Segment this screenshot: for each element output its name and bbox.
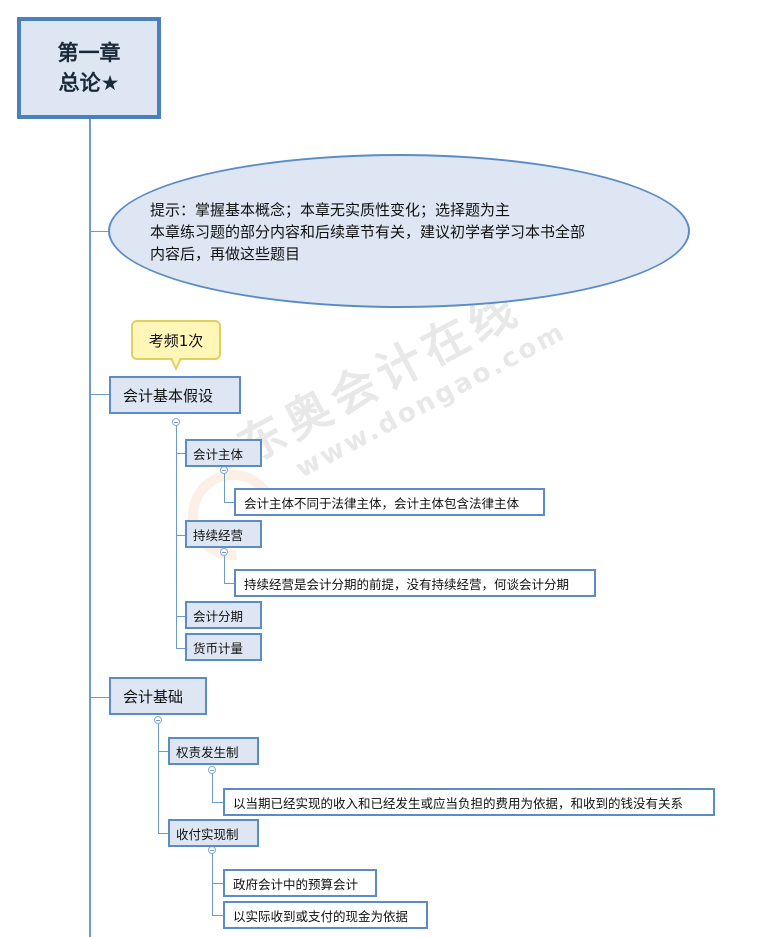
assumptions-h4 [176,648,186,649]
branch-assumptions-line [90,394,110,395]
callout-tail-inner [172,357,180,367]
tip-text: 提示：掌握基本概念；本章无实质性变化；选择题为主 本章练习题的部分内容和后续章节… [150,199,660,265]
going-concern-collapse-icon[interactable] [220,548,228,556]
assumptions-h2 [176,535,186,536]
entity-collapse-icon[interactable] [220,466,228,474]
root-node[interactable]: 第一章 总论★ [17,17,161,119]
branch-tip-line [90,231,110,232]
node-monetary-measurement[interactable]: 货币计量 [185,633,262,661]
assumptions-collapse-icon[interactable] [172,418,180,426]
node-cash-basis[interactable]: 收付实现制 [168,819,259,847]
root-title-line1: 第一章 [57,41,121,65]
node-going-concern[interactable]: 持续经营 [185,520,262,548]
basis-vline [158,724,159,834]
node-accounting-basis[interactable]: 会计基础 [109,677,207,715]
assumptions-h3 [176,616,186,617]
node-accounting-periods[interactable]: 会计分期 [185,601,262,629]
entity-vline [224,472,225,502]
assumptions-h1 [176,453,186,454]
node-accounting-assumptions[interactable]: 会计基本假设 [109,376,241,414]
note-accounting-entity: 会计主体不同于法律主体，会计主体包含法律主体 [234,488,545,516]
branch-basis-line [90,697,110,698]
node-accounting-entity[interactable]: 会计主体 [185,439,262,467]
basis-h2 [158,833,169,834]
root-title-line2: 总论★ [58,71,120,95]
cash-vline [212,853,213,916]
going-vline [224,554,225,583]
accrual-h [212,802,224,803]
cash-collapse-icon[interactable] [208,846,216,854]
tip-line2: 本章练习题的部分内容和后续章节有关，建议初学者学习本书全部 [150,223,586,241]
node-accrual-basis[interactable]: 权责发生制 [168,737,259,765]
trunk-line [89,119,91,937]
going-h [224,583,235,584]
tip-line1: 提示：掌握基本概念；本章无实质性变化；选择题为主 [150,201,511,219]
watermark-url: www.dongao.com [290,316,572,485]
assumptions-vline [176,426,177,649]
note-going-concern: 持续经营是会计分期的前提，没有持续经营，何谈会计分期 [234,569,596,597]
entity-h [224,502,235,503]
frequency-callout: 考频1次 [131,320,221,360]
tip-node[interactable] [108,154,690,308]
accrual-vline [212,772,213,802]
cash-h1 [212,883,224,884]
note-cash-basis-1: 政府会计中的预算会计 [223,869,377,897]
accrual-collapse-icon[interactable] [208,766,216,774]
basis-h1 [158,751,169,752]
tip-line3: 内容后，再做这些题目 [150,245,301,263]
note-accrual-basis: 以当期已经实现的收入和已经发生或应当负担的费用为依据，和收到的钱没有关系 [223,788,715,816]
note-cash-basis-2: 以实际收到或支付的现金为依据 [223,901,428,929]
cash-h2 [212,915,224,916]
basis-collapse-icon[interactable] [154,716,162,724]
